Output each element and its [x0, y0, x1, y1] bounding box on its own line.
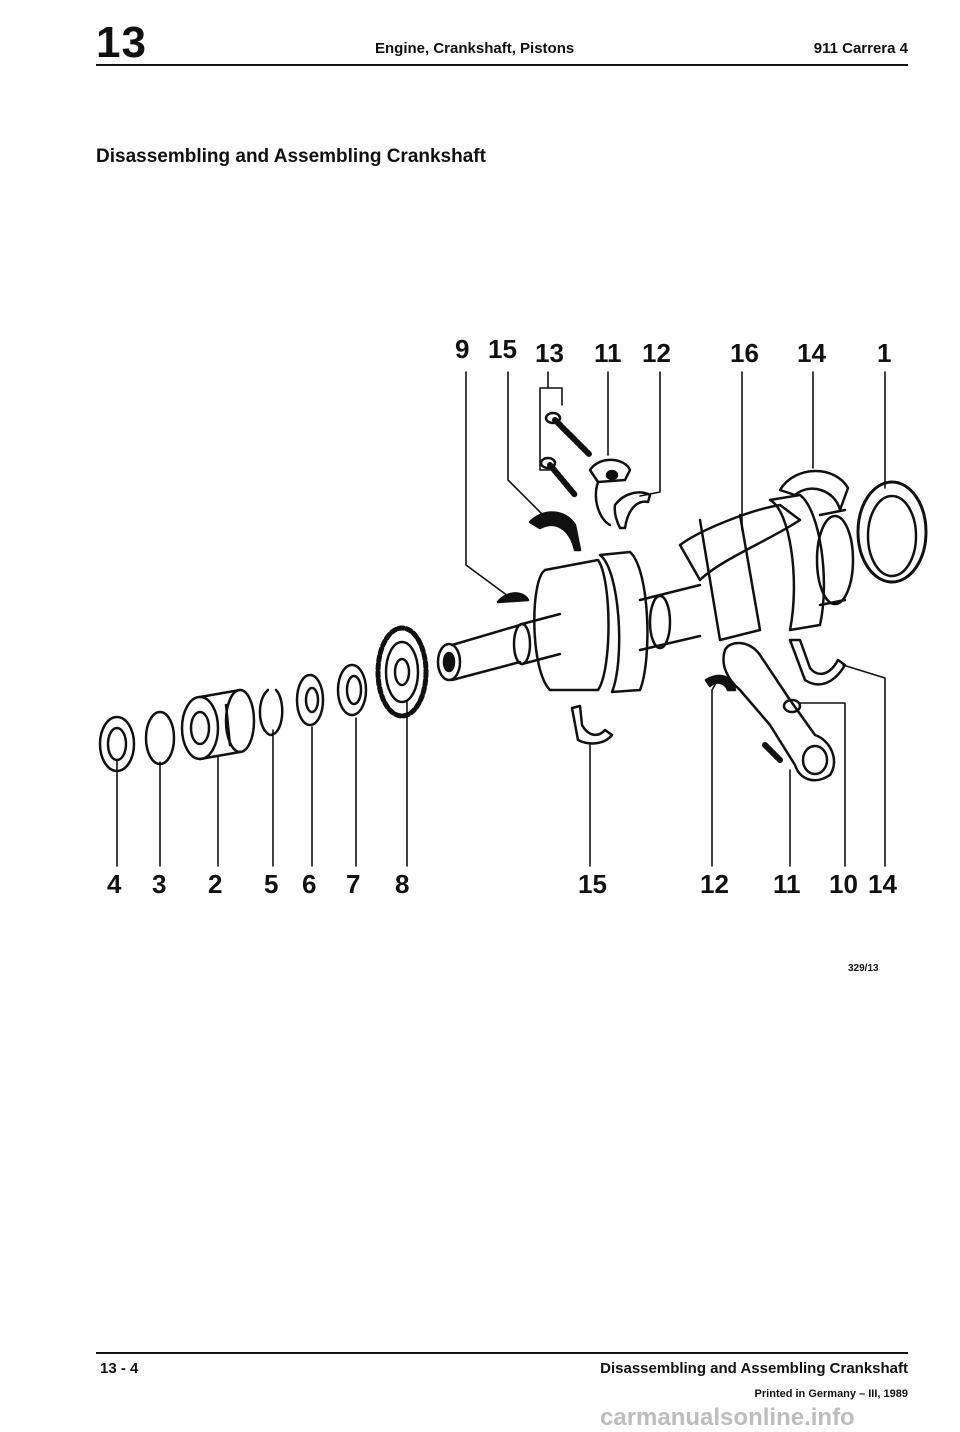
- bearing-shell-part-15-bottom: [570, 704, 614, 745]
- leader-lines: [116, 371, 886, 867]
- seal-ring-part-1: [856, 480, 928, 584]
- header-model: 911 Carrera 4: [813, 40, 908, 57]
- woodruff-key-part-9: [496, 592, 530, 604]
- rod-cap-part-11-top: [588, 458, 632, 527]
- part-label-10: 10: [829, 869, 858, 899]
- bearing-shell-part-12-bottom: [704, 674, 737, 692]
- part-label-11-top: 11: [594, 338, 622, 368]
- gear-part-8: [375, 625, 429, 719]
- part-label-12-top: 12: [642, 338, 671, 368]
- connecting-rod: [722, 641, 836, 782]
- part-label-15-bottom: 15: [578, 869, 607, 899]
- part-label-2: 2: [208, 869, 222, 899]
- header-title: Engine, Crankshaft, Pistons: [375, 40, 575, 57]
- bearing-part-14-top: [778, 469, 850, 512]
- part-label-13: 13: [535, 338, 564, 368]
- part-label-7: 7: [346, 869, 360, 899]
- snap-ring-part-5: [258, 688, 284, 737]
- footer-rule: [96, 1352, 908, 1354]
- part-label-14-bottom: 14: [868, 869, 897, 899]
- crankshaft-exploded-diagram: 9 15 13 11 12 16 14 1 4 3 2 5 6 7 8 15 1…: [98, 334, 928, 899]
- part-label-3: 3: [152, 869, 166, 899]
- watermark: carmanualsonline.info: [600, 1404, 855, 1431]
- hub-part-2: [180, 688, 256, 761]
- footer-title: Disassembling and Assembling Crankshaft: [600, 1360, 908, 1377]
- part-label-1: 1: [877, 338, 891, 368]
- part-label-9: 9: [455, 334, 469, 364]
- crankshaft: [436, 493, 855, 694]
- header-rule: [96, 64, 908, 66]
- part-label-15-top: 15: [488, 334, 517, 364]
- ring-part-7: [336, 663, 368, 717]
- oil-seal-part-4: [98, 715, 136, 773]
- section-title: Disassembling and Assembling Crankshaft: [96, 146, 486, 167]
- bearing-shell-part-12-top: [613, 491, 652, 530]
- part-label-5: 5: [264, 869, 278, 899]
- group-number: 13: [96, 18, 147, 67]
- bearing-shell-part-15-top: [528, 511, 582, 552]
- part-label-11-bottom: 11: [773, 869, 801, 899]
- part-label-6: 6: [302, 869, 316, 899]
- part-label-14-top: 14: [797, 338, 826, 368]
- washer-part-6: [295, 673, 325, 727]
- part-label-16: 16: [730, 338, 759, 368]
- bearing-part-14-bottom: [788, 638, 847, 686]
- footer-page-number: 13 - 4: [100, 1360, 139, 1377]
- bolts-part-13: [539, 411, 593, 498]
- part-label-4: 4: [107, 869, 122, 899]
- part-label-8: 8: [395, 869, 409, 899]
- o-ring-part-3: [144, 710, 176, 766]
- footer-print-info: Printed in Germany – III, 1989: [754, 1388, 908, 1400]
- figure-code: 329/13: [848, 963, 879, 974]
- part-label-12-bottom: 12: [700, 869, 729, 899]
